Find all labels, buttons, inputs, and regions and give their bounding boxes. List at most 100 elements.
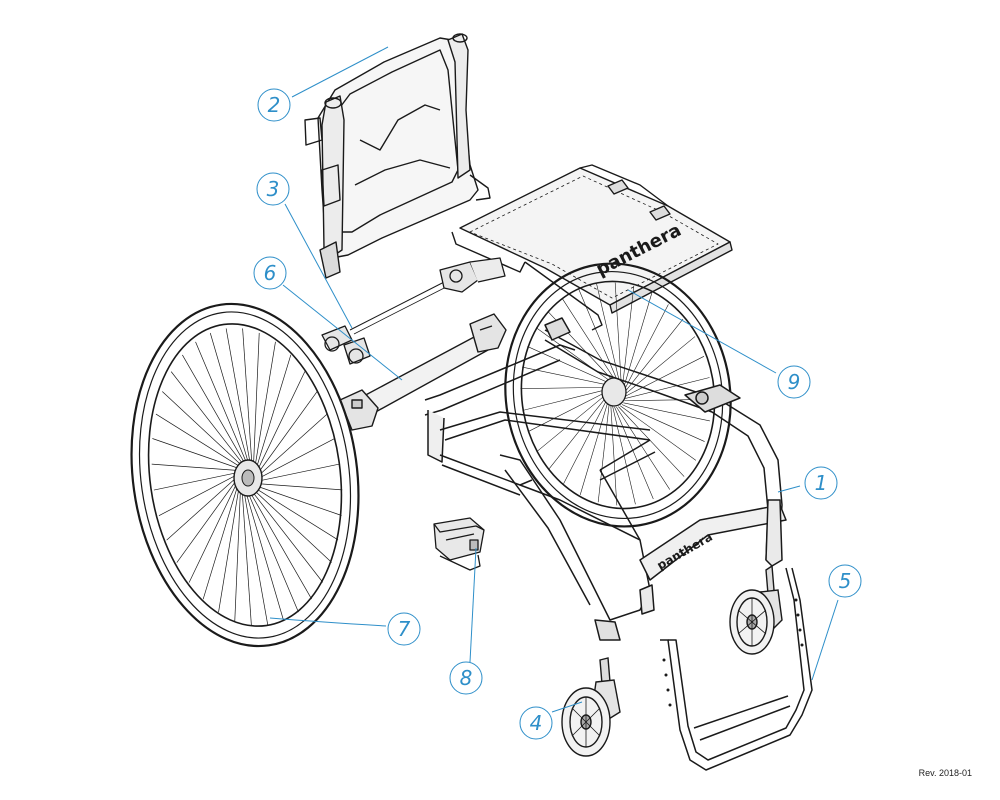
spoke <box>623 293 653 387</box>
callout-5: 5 <box>828 564 862 598</box>
spoke <box>536 394 607 452</box>
spoke <box>225 328 251 465</box>
leader-8 <box>469 547 477 663</box>
spoke <box>255 483 343 491</box>
spoke <box>625 356 705 397</box>
spoke <box>578 288 618 382</box>
callout-3-label: 3 <box>267 177 280 201</box>
leader-3 <box>284 203 353 329</box>
seat-platform: panthera <box>451 164 733 331</box>
cross-tube <box>339 313 507 431</box>
callout-2: 2 <box>257 88 291 122</box>
spoke <box>520 386 608 389</box>
spoke <box>256 371 306 473</box>
spoke <box>548 396 607 470</box>
spoke <box>625 336 696 394</box>
spoke <box>563 399 608 484</box>
callout-8-label: 8 <box>460 666 473 690</box>
spoke <box>162 391 243 466</box>
left-rear-wheel <box>130 302 360 648</box>
spoke <box>618 406 685 477</box>
spoke <box>176 479 238 563</box>
spoke <box>155 413 241 468</box>
spoke <box>158 474 238 516</box>
leader-9 <box>627 289 777 374</box>
callout-leaders <box>269 46 839 713</box>
spoke <box>253 332 260 468</box>
callout-7-label: 7 <box>398 617 411 641</box>
spoke <box>256 391 318 475</box>
spoke <box>527 346 611 384</box>
spoke <box>253 486 339 541</box>
left-caster-wheel <box>561 657 621 757</box>
spoke <box>248 489 312 600</box>
spoke <box>166 476 238 541</box>
callouts: 1 2 3 4 5 6 7 8 <box>253 88 862 740</box>
footrest-hole <box>664 673 668 677</box>
spoke <box>256 413 328 478</box>
footrest-hole <box>666 688 670 692</box>
revision-label: Rev. 2018-01 <box>918 768 972 778</box>
footrest-hole <box>794 598 798 602</box>
callout-4-label: 4 <box>530 711 543 735</box>
callout-7: 7 <box>387 612 421 646</box>
spoke <box>561 298 616 382</box>
spoke <box>243 489 269 626</box>
spoke <box>242 328 253 466</box>
callout-9: 9 <box>777 365 811 399</box>
callout-3: 3 <box>256 172 290 206</box>
spoke <box>610 405 618 506</box>
spoke <box>256 438 336 480</box>
spoke <box>195 341 248 465</box>
spoke <box>218 485 240 613</box>
spoke <box>153 472 238 491</box>
leader-7 <box>269 617 387 627</box>
seat-mechanism <box>321 257 506 365</box>
spoke <box>624 304 669 389</box>
leader-5 <box>811 599 839 681</box>
spoke <box>250 489 324 583</box>
right-caster-wheel <box>729 564 783 655</box>
footrest-hole <box>800 643 804 647</box>
spoke <box>251 488 332 563</box>
callout-8: 8 <box>449 661 483 695</box>
backrest <box>304 33 491 279</box>
callout-9-label: 9 <box>788 370 801 394</box>
spoke <box>579 401 609 495</box>
right-rear-wheel <box>504 262 732 528</box>
leader-6 <box>282 284 403 381</box>
spoke <box>625 318 684 392</box>
spoke <box>254 485 342 516</box>
main-frame: panthera <box>424 317 787 641</box>
spoke <box>151 463 239 471</box>
callout-5-label: 5 <box>839 569 852 593</box>
callout-4: 4 <box>519 706 553 740</box>
spoke <box>182 354 246 465</box>
spoke <box>623 402 710 422</box>
spoke <box>255 354 292 471</box>
clamp-part <box>433 517 485 571</box>
spoke <box>620 405 697 461</box>
spoke <box>152 438 240 469</box>
footrest-hole <box>798 628 802 632</box>
callout-2-label: 2 <box>268 93 281 117</box>
spoke <box>244 489 285 622</box>
spoke <box>522 389 607 411</box>
spoke <box>256 463 341 482</box>
footrest <box>660 567 813 771</box>
spoke <box>254 341 276 469</box>
spoke <box>625 377 710 399</box>
spoke <box>616 406 671 490</box>
spoke <box>188 481 238 583</box>
leader-2 <box>291 46 389 98</box>
spoke <box>535 327 612 383</box>
callout-6: 6 <box>253 256 287 290</box>
spoke <box>241 488 252 626</box>
spoke <box>597 403 610 503</box>
leader-1 <box>777 485 801 493</box>
footrest-hole <box>668 703 672 707</box>
spoke <box>621 404 705 442</box>
spoke <box>202 483 239 600</box>
leader-4 <box>551 701 583 713</box>
